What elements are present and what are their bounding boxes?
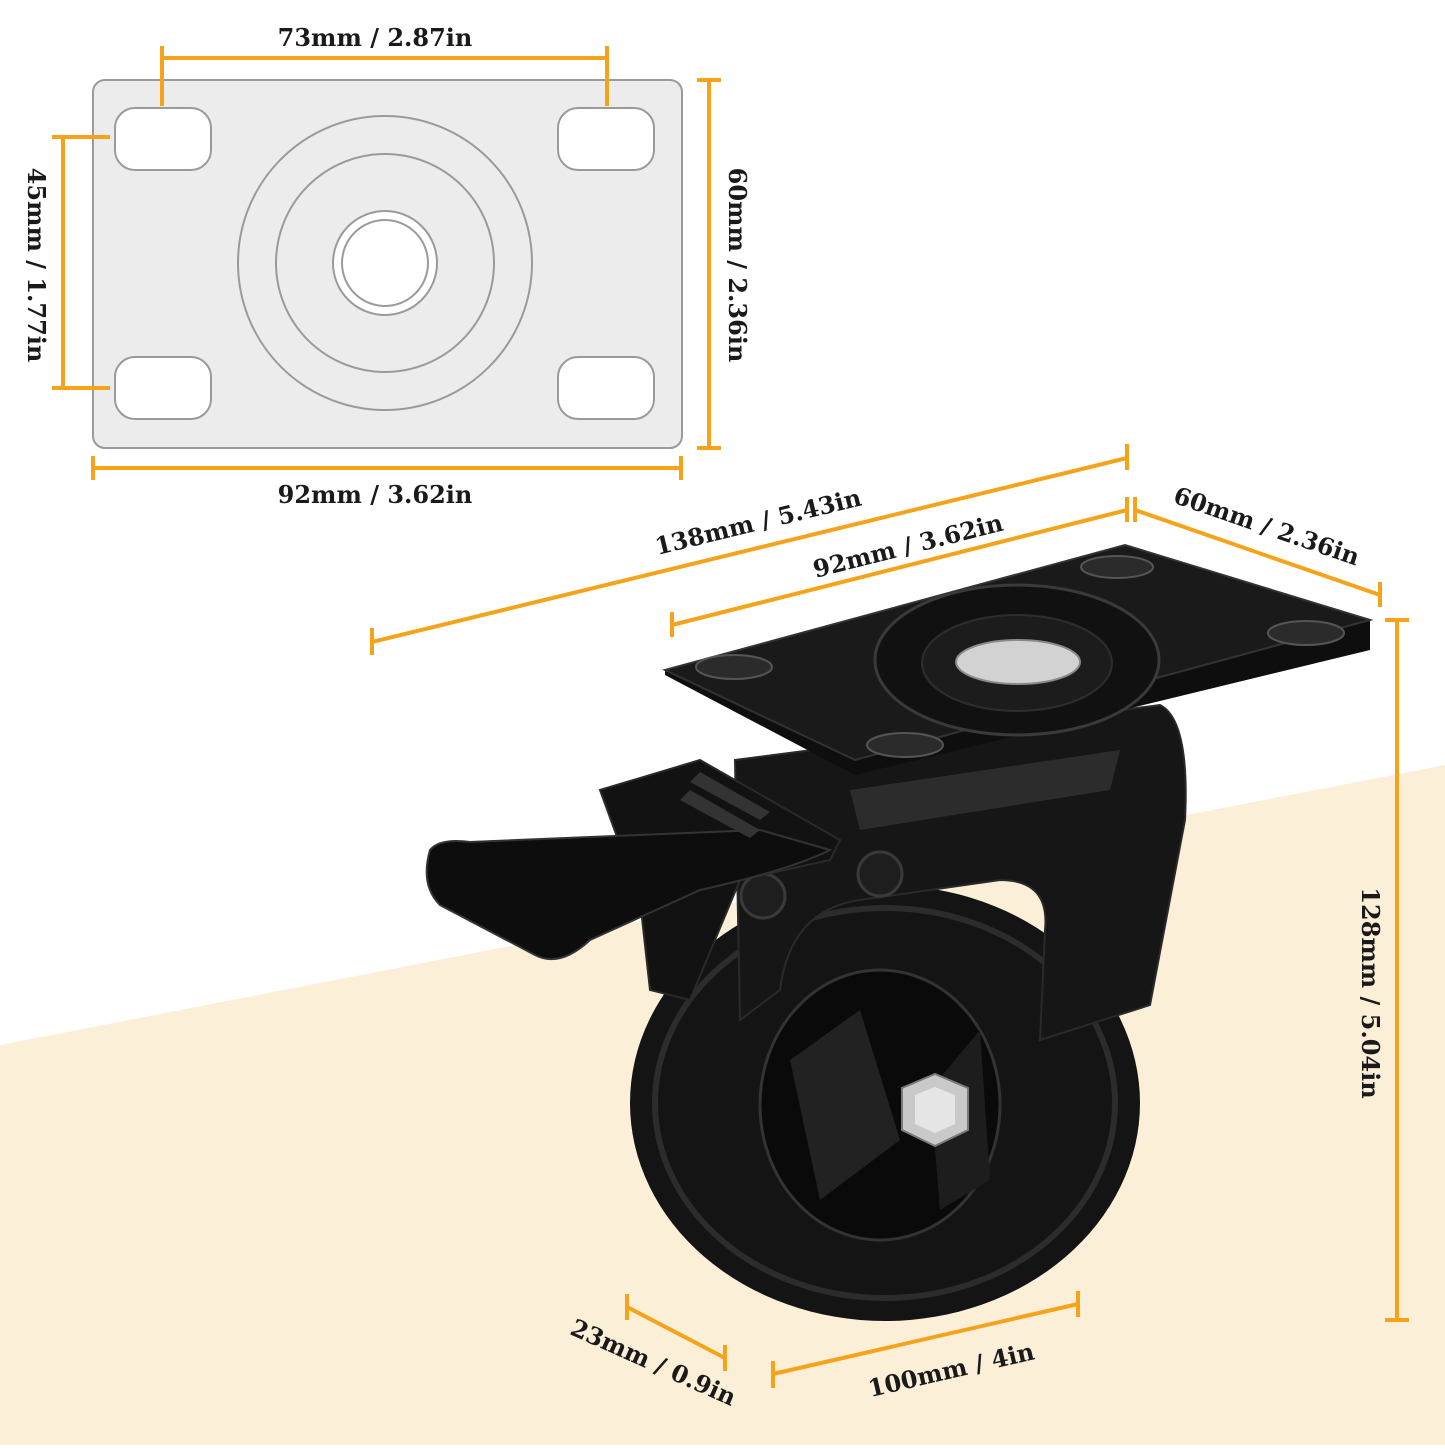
mount-hole-top-right xyxy=(557,107,655,171)
mount-hole-top-left xyxy=(114,107,212,171)
fork-rivet xyxy=(856,850,904,898)
label-hole-spacing-height: 45mm / 1.77in xyxy=(22,168,51,363)
top-view-dimensions xyxy=(52,46,721,480)
top-view-plate xyxy=(92,79,683,449)
brake-pedal-pad xyxy=(425,828,833,961)
brake-pedal-ridge xyxy=(680,790,760,838)
kingpin-cap xyxy=(955,639,1081,685)
dim-line-overall-length xyxy=(371,456,1128,644)
swivel-ring-outer xyxy=(237,115,533,411)
center-bore xyxy=(341,219,429,307)
mount-hole-bottom-right xyxy=(557,356,655,420)
brake-pedal xyxy=(425,758,842,1002)
label-caster-plate-width: 92mm / 3.62in xyxy=(810,508,1006,584)
dim-line-wheel-width xyxy=(626,1305,726,1360)
wheel xyxy=(630,885,1140,1321)
dim-line-caster-plate-width xyxy=(671,508,1128,627)
dim-line-plate-depth xyxy=(1134,508,1381,597)
fork-highlight xyxy=(850,750,1120,830)
label-plate-height: 60mm / 2.36in xyxy=(723,168,752,363)
label-plate-width: 92mm / 3.62in xyxy=(278,480,473,509)
fork-rivet xyxy=(739,872,787,920)
brake-pedal-ridge xyxy=(690,772,770,820)
caster-mount-plate xyxy=(662,543,1374,775)
plate-mount-hole xyxy=(695,654,773,680)
label-overall-height: 128mm / 5.04in xyxy=(1356,887,1385,1098)
mount-hole-bottom-left xyxy=(114,356,212,420)
dim-line-wheel-diameter xyxy=(772,1302,1079,1376)
plate-mount-hole xyxy=(1080,555,1154,579)
caster-illustration xyxy=(425,543,1374,1321)
label-hole-spacing-width: 73mm / 2.87in xyxy=(278,23,473,52)
swivel-ring-inner xyxy=(275,153,495,373)
axle-bolt-face xyxy=(915,1087,955,1133)
wheel-tire-highlight xyxy=(652,905,1118,1301)
plate-mount-hole xyxy=(866,732,944,758)
plate-mount-hole xyxy=(1267,620,1345,646)
wheel-spoke xyxy=(790,1010,900,1200)
caster-dimensions xyxy=(370,444,1409,1388)
